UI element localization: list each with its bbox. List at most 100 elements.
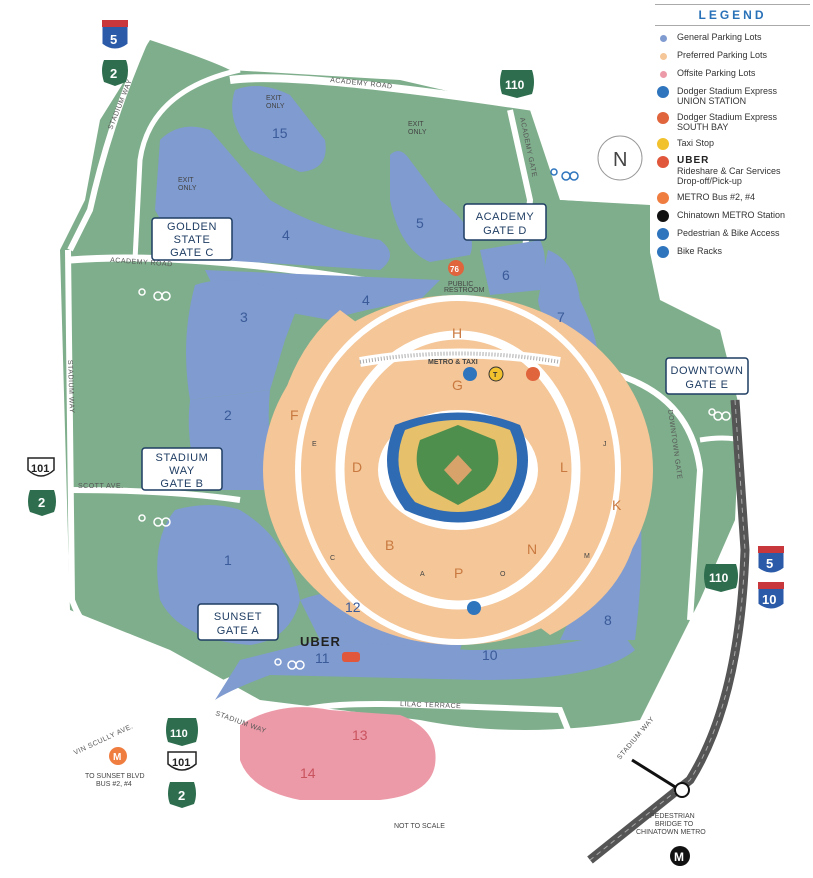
legend-item: Preferred Parking Lots — [655, 50, 810, 62]
lot-label-o: O — [500, 571, 506, 578]
road-vin-scully — [58, 677, 232, 763]
lot-label-6: 6 — [502, 267, 510, 283]
shield-ca2-left: 2 — [28, 490, 56, 516]
lot-label-m: M — [584, 553, 590, 560]
sunset-bus-1: TO SUNSET BLVD — [85, 773, 145, 780]
pedestrian-bike-icon-stadium — [138, 514, 171, 527]
lot-f — [274, 310, 360, 590]
compass-icon — [597, 135, 643, 181]
metro-taxi-label: METRO & TAXI — [428, 359, 478, 366]
restroom-label-1: PUBLIC — [448, 281, 473, 288]
exit-only-2b: ONLY — [408, 129, 427, 136]
road-inner-west — [132, 67, 241, 261]
ring-road-outer — [335, 330, 581, 610]
shield-ca110-top: 110 — [500, 70, 534, 98]
pedestrian-bike-icon-downtown — [708, 408, 731, 421]
lot-label-p: P — [454, 565, 463, 581]
pedestrian-bike-icon-golden — [138, 288, 171, 301]
shield-us101-bottom: 101 — [167, 751, 197, 771]
lot-label-b: B — [385, 537, 394, 553]
legend-item-sub: UNION STATION — [677, 96, 747, 106]
gate-academy-line2: GATE D — [483, 225, 527, 237]
gate-stadium-line3: GATE B — [160, 478, 203, 490]
bus-union-icon — [463, 367, 477, 381]
pedestrian-bike-icon — [657, 228, 669, 240]
exit-only-3a: EXIT — [178, 177, 194, 184]
legend-item-label: Dodger Stadium Express — [677, 86, 778, 96]
lot-label-7: 7 — [557, 309, 565, 325]
road-stadium-way-west — [65, 249, 172, 703]
exit-only-1a: EXIT — [266, 95, 282, 102]
legend-item-label: Chinatown METRO Station — [677, 210, 786, 220]
general-lot-dot — [657, 32, 669, 44]
metro-taxi-road-hatch — [359, 351, 561, 364]
lot-label-10: 10 — [482, 647, 498, 663]
legend-item-label: Taxi Stop — [677, 138, 715, 148]
preferred-lot-dot — [657, 50, 669, 62]
lot-label-2: 2 — [224, 407, 232, 423]
bus-bottom-icon — [467, 601, 481, 615]
restroom-label-2: RESTROOM — [444, 287, 485, 294]
ped-bridge-end-icon — [674, 782, 690, 798]
lot-label-14: 14 — [300, 765, 316, 781]
taxi-icon — [657, 138, 669, 150]
legend-item-label: Dodger Stadium Express — [677, 112, 778, 122]
lot-label-f: F — [290, 407, 299, 423]
metro-station-icon — [657, 210, 669, 222]
gate-stadium-line2: WAY — [169, 465, 195, 477]
lot-label-1: 1 — [224, 552, 232, 568]
legend-item-text: METRO Bus #2, #4 — [677, 192, 810, 202]
gate-golden-line1: GOLDEN — [167, 221, 217, 233]
compass-n: N — [613, 149, 627, 171]
shield-i10-right: 10 — [757, 582, 785, 610]
gate-sunset-line2: GATE A — [217, 625, 260, 637]
bus-southbay-icon — [526, 367, 540, 381]
gate-sunset[interactable]: SUNSET GATE A — [197, 603, 279, 641]
lot-label-8: 8 — [604, 612, 612, 628]
legend-item-label: Preferred Parking Lots — [677, 50, 768, 60]
gate-stadium-line1: STADIUM — [156, 452, 209, 464]
legend-item: Bike Racks — [655, 246, 810, 258]
legend-item-label: UBER — [677, 155, 710, 166]
lot-11-10 — [215, 630, 635, 700]
lot-label-n: N — [527, 541, 537, 557]
road-east-loop — [699, 435, 773, 583]
legend-item-label: Bike Racks — [677, 246, 723, 256]
legend-item: METRO Bus #2, #4 — [655, 192, 810, 204]
legend-item: Offsite Parking Lots — [655, 68, 810, 80]
legend-item-label: Pedestrian & Bike Access — [677, 228, 780, 238]
gate-golden-state[interactable]: GOLDEN STATE GATE C — [151, 217, 233, 261]
road-label-lilac: LILAC TERRACE — [400, 701, 461, 710]
svg-text:2: 2 — [110, 66, 117, 81]
restroom-badge-text: 76 — [450, 265, 459, 274]
stadium-infield — [444, 455, 472, 485]
metro-bus-icon — [657, 192, 669, 204]
legend-item-text: General Parking Lots — [677, 32, 810, 42]
svg-text:5: 5 — [766, 556, 773, 571]
lot-label-j: J — [603, 441, 607, 448]
legend-item-label: General Parking Lots — [677, 32, 762, 42]
legend-item: Pedestrian & Bike Access — [655, 228, 810, 240]
gate-golden-line2: STATE — [174, 234, 211, 246]
gate-downtown-line2: GATE E — [685, 379, 728, 391]
lot-13-14 — [240, 707, 436, 800]
gate-downtown[interactable]: DOWNTOWN GATE E — [665, 357, 749, 395]
lot-15 — [232, 86, 326, 172]
bus-icon — [657, 86, 669, 98]
road-label-stadium-way-2: STADIUM WAY — [66, 360, 75, 414]
freeway-110-lane — [589, 399, 746, 861]
gate-academy[interactable]: ACADEMY GATE D — [463, 203, 547, 241]
legend-item-text: Chinatown METRO Station — [677, 210, 810, 220]
legend-item-sub: Rideshare & Car Services — [677, 166, 781, 176]
gate-stadium-way[interactable]: STADIUM WAY GATE B — [141, 447, 223, 491]
shield-ca2-bottom: 2 — [168, 782, 196, 808]
legend-item-label: Offsite Parking Lots — [677, 68, 756, 78]
svg-text:101: 101 — [31, 463, 49, 475]
bike-rack-icon — [657, 246, 669, 258]
pedestrian-bike-icon-sunset — [274, 658, 305, 670]
lot-label-4a: 4 — [282, 227, 290, 243]
lot-label-11: 11 — [315, 650, 330, 666]
legend-item: Chinatown METRO Station — [655, 210, 810, 222]
legend-item-text: Offsite Parking Lots — [677, 68, 810, 78]
